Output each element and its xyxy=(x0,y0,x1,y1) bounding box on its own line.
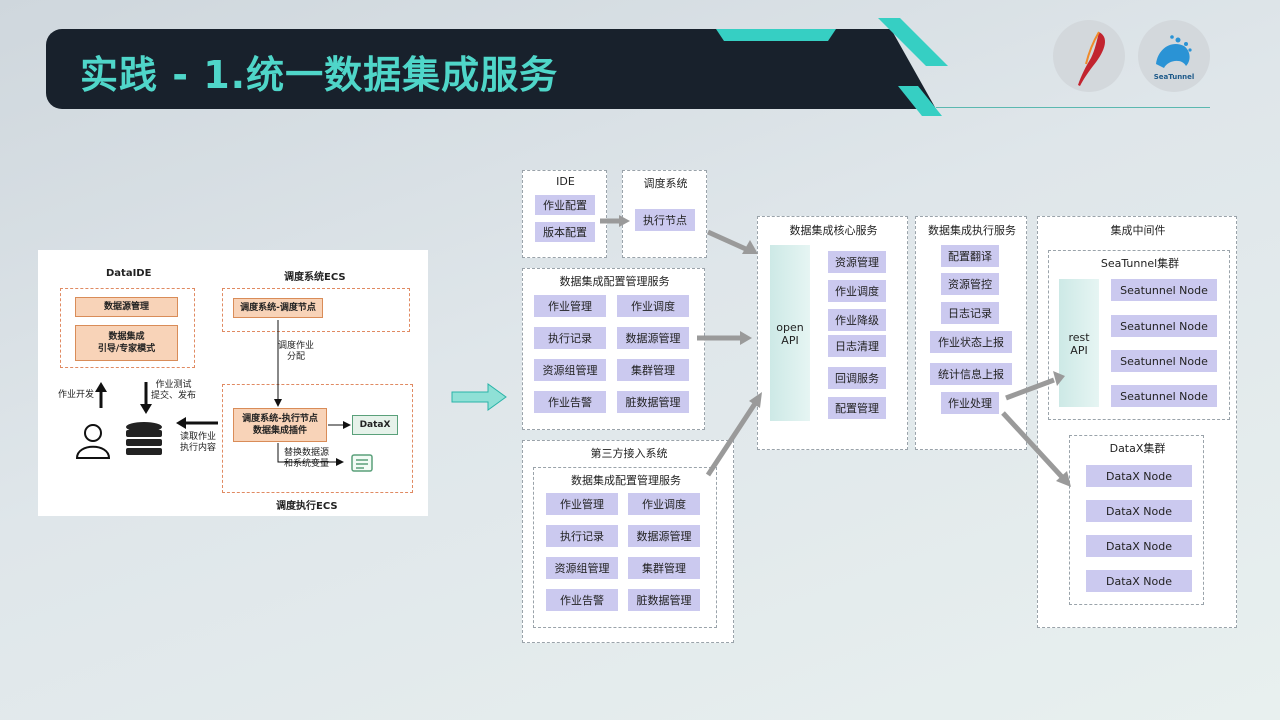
page-title: 实践 - 1.统一数据集成服务 xyxy=(80,53,559,97)
ide-box: IDE 作业配置 版本配置 xyxy=(522,170,607,258)
third-item-job-sched: 作业调度 xyxy=(628,493,700,515)
seatunnel-cluster-title: SeaTunnel集群 xyxy=(1100,257,1180,270)
cfg-item-alert: 作业告警 xyxy=(534,391,606,413)
teal-arrow xyxy=(451,383,507,411)
data-integration: 数据集成 引导/专家模式 xyxy=(75,325,178,361)
rest-api-label: rest API xyxy=(1068,331,1090,357)
third-party-box: 第三方接入系统 数据集成配置管理服务 作业管理 作业调度 执行记录 数据源管理 … xyxy=(522,440,734,643)
config-service-title: 数据集成配置管理服务 xyxy=(559,275,670,288)
third-inner-title: 数据集成配置管理服务 xyxy=(571,474,681,487)
middleware-title: 集成中间件 xyxy=(1110,224,1166,237)
sched-dist-label: 调度作业 分配 xyxy=(278,341,315,362)
core-service-title: 数据集成核心服务 xyxy=(789,224,878,237)
apache-logo xyxy=(1053,20,1125,92)
ide-title: IDE xyxy=(556,175,575,188)
replace-label: 替换数据源 和系统变量 xyxy=(284,448,330,469)
datax-node-1: DataX Node xyxy=(1086,465,1192,487)
seatunnel-node-4: Seatunnel Node xyxy=(1111,385,1217,407)
feather-icon xyxy=(1078,31,1106,86)
user-icon xyxy=(75,424,111,459)
exec-node: 调度系统-执行节点 数据集成插件 xyxy=(233,408,327,442)
exec-ecs-box xyxy=(222,384,413,493)
sched-node: 调度系统-调度节点 xyxy=(233,298,323,318)
dev-label: 作业开发 xyxy=(58,390,95,400)
datasource-mgmt: 数据源管理 xyxy=(75,297,178,317)
header-underline xyxy=(936,107,1210,108)
scheduler-title: 调度系统 xyxy=(643,177,688,190)
third-party-title: 第三方接入系统 xyxy=(590,447,668,460)
cfg-item-job-mgmt: 作业管理 xyxy=(534,295,606,317)
exec-ecs-title: 调度执行ECS xyxy=(276,501,338,512)
rest-api-bar xyxy=(1059,279,1099,407)
core-item-callback: 回调服务 xyxy=(828,367,886,389)
cfg-item-exec-log: 执行记录 xyxy=(534,327,606,349)
database-icon xyxy=(126,422,162,455)
cfg-item-cluster: 集群管理 xyxy=(617,359,689,381)
third-item-job-mgmt: 作业管理 xyxy=(546,493,618,515)
exec-service-title: 数据集成执行服务 xyxy=(928,224,1016,237)
third-party-inner: 数据集成配置管理服务 作业管理 作业调度 执行记录 数据源管理 资源组管理 集群… xyxy=(533,467,717,628)
core-item-logclean: 日志清理 xyxy=(828,335,886,357)
sched-ecs-title: 调度系统ECS xyxy=(284,272,346,283)
seatunnel-node-2: Seatunnel Node xyxy=(1111,315,1217,337)
cfg-item-resgroup: 资源组管理 xyxy=(534,359,606,381)
cfg-item-dirty: 脏数据管理 xyxy=(617,391,689,413)
seatunnel-logo-text: SeaTunnel xyxy=(1153,73,1195,81)
middleware-box: 集成中间件 SeaTunnel集群 rest API Seatunnel Nod… xyxy=(1037,216,1237,628)
cfg-item-job-sched: 作业调度 xyxy=(617,295,689,317)
exec-item-process: 作业处理 xyxy=(941,392,999,414)
title-bar xyxy=(46,29,936,109)
third-item-resgroup: 资源组管理 xyxy=(546,557,618,579)
document-icon xyxy=(351,454,373,472)
test-label: 作业测试 提交、发布 xyxy=(151,380,197,401)
datax-node-3: DataX Node xyxy=(1086,535,1192,557)
left-panel-arrows xyxy=(75,320,373,472)
seatunnel-logo: SeaTunnel xyxy=(1138,20,1210,92)
third-item-ds-mgmt: 数据源管理 xyxy=(628,525,700,547)
scheduler-box: 调度系统 执行节点 xyxy=(622,170,707,258)
datax-box: DataX xyxy=(352,415,398,435)
sched-node-box xyxy=(222,288,410,332)
exec-item-translate: 配置翻译 xyxy=(941,245,999,267)
open-api-label: open API xyxy=(776,321,804,347)
datax-cluster: DataX集群 DataX Node DataX Node DataX Node… xyxy=(1069,435,1204,605)
core-item-downgrade: 作业降级 xyxy=(828,309,886,331)
exec-item-logrecord: 日志记录 xyxy=(941,302,999,324)
ide-item-job-config: 作业配置 xyxy=(535,195,595,215)
exec-item-status: 作业状态上报 xyxy=(930,331,1012,353)
exec-item-stats: 统计信息上报 xyxy=(930,363,1012,385)
core-item-config: 配置管理 xyxy=(828,397,886,419)
seatunnel-node-1: Seatunnel Node xyxy=(1111,279,1217,301)
exec-item-rescontrol: 资源管控 xyxy=(941,273,999,295)
open-api-bar xyxy=(770,245,810,421)
left-panel: DataIDE 调度系统ECS 数据源管理 数据集成 引导/专家模式 调度系统-… xyxy=(38,250,428,516)
core-service-box: 数据集成核心服务 open API 资源管理 作业调度 作业降级 日志清理 回调… xyxy=(757,216,908,450)
third-item-cluster: 集群管理 xyxy=(628,557,700,579)
cfg-item-ds-mgmt: 数据源管理 xyxy=(617,327,689,349)
seatunnel-cluster: SeaTunnel集群 rest API Seatunnel Node Seat… xyxy=(1048,250,1230,420)
third-item-exec-log: 执行记录 xyxy=(546,525,618,547)
dataide-title: DataIDE xyxy=(106,268,152,279)
core-item-resource: 资源管理 xyxy=(828,251,886,273)
datax-node-4: DataX Node xyxy=(1086,570,1192,592)
seatunnel-node-3: Seatunnel Node xyxy=(1111,350,1217,372)
read-label: 读取作业 执行内容 xyxy=(180,432,217,453)
exec-node-item: 执行节点 xyxy=(635,209,695,231)
exec-service-box: 数据集成执行服务 配置翻译 资源管控 日志记录 作业状态上报 统计信息上报 作业… xyxy=(915,216,1027,450)
core-item-sched: 作业调度 xyxy=(828,280,886,302)
config-service-box: 数据集成配置管理服务 作业管理 作业调度 执行记录 数据源管理 资源组管理 集群… xyxy=(522,268,705,430)
datax-node-2: DataX Node xyxy=(1086,500,1192,522)
dataide-box xyxy=(60,288,195,368)
datax-cluster-title: DataX集群 xyxy=(1109,442,1166,455)
third-item-dirty: 脏数据管理 xyxy=(628,589,700,611)
ide-item-version-config: 版本配置 xyxy=(535,222,595,242)
accent-stripe-top xyxy=(716,29,836,41)
third-item-alert: 作业告警 xyxy=(546,589,618,611)
seatunnel-icon xyxy=(1156,35,1192,68)
